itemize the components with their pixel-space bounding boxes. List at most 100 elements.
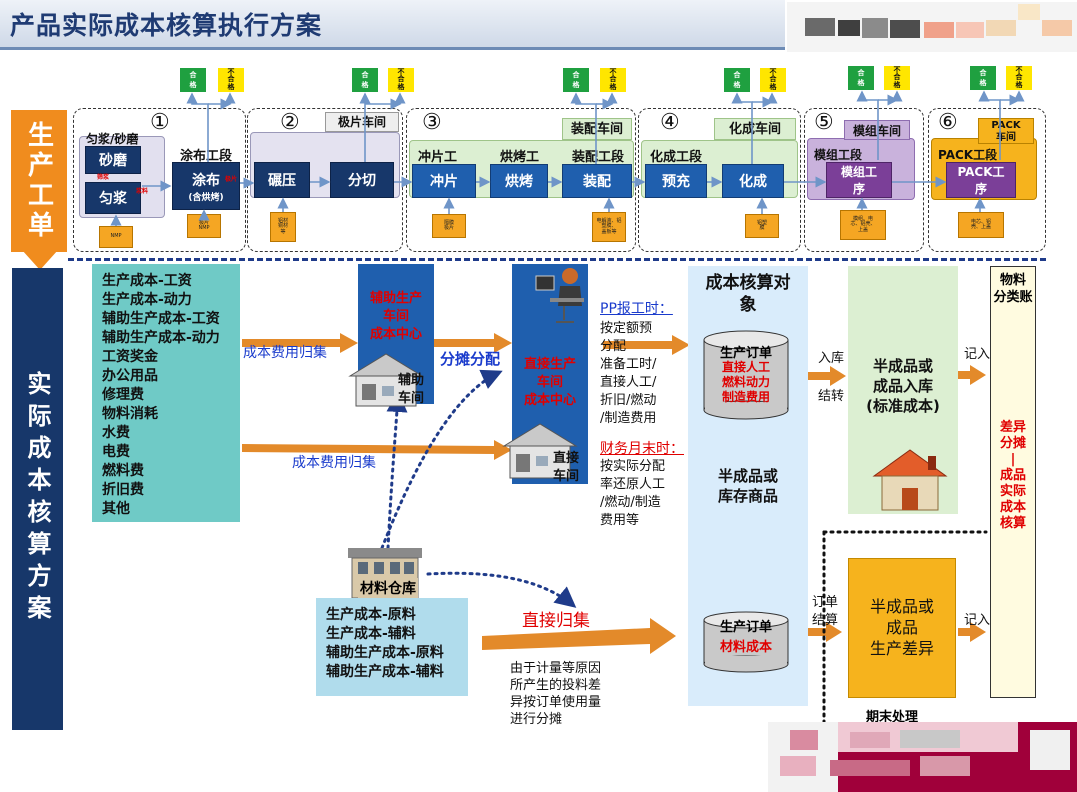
- process-box-punch[interactable]: 冲片: [412, 164, 476, 198]
- cost-item: 生产成本-工资: [102, 273, 192, 289]
- arrow-label-inbound: 入库: [818, 351, 845, 366]
- cost-object-title: 成本核算对 象: [705, 273, 791, 315]
- stage-sublabel: 模组工段: [814, 148, 863, 162]
- cylinder-1-title: 生产订单: [719, 346, 772, 361]
- aux-center-title: 辅助生产 车间 成本中心: [369, 291, 422, 342]
- cost-item: 办公用品: [102, 368, 158, 384]
- warehouse-label: 材料仓库: [358, 578, 418, 598]
- material-box-foil: 铝材 铜材 等: [270, 212, 296, 242]
- qc-pass-box: 合 格: [352, 68, 378, 92]
- finance-month-end-body: 按实际分配 率还原人工 /燃动/制造 费用等: [600, 459, 666, 528]
- material-item: 生产成本-原料: [326, 607, 416, 623]
- material-item: 辅助生产成本-辅料: [326, 664, 444, 680]
- material-box-module: 模组、电 芯、铝壳、 上盖: [840, 210, 886, 240]
- semi-inbound-label: 半成品或 成品入库 (标准成本): [866, 357, 940, 415]
- cost-item: 燃料费: [102, 463, 144, 479]
- aux-building-label: 辅助 车间: [398, 373, 425, 406]
- qc-fail-box: 不 合 格: [884, 66, 910, 90]
- material-box-electrolyte: 电解液、铝 塑膜、 盖板等: [592, 212, 626, 242]
- cost-item: 物料消耗: [102, 406, 158, 422]
- cost-item: 辅助生产成本-工资: [102, 311, 220, 327]
- stage-sublabel: PACK工段: [938, 148, 998, 162]
- period-end-label: 期末处理: [866, 710, 919, 725]
- stage-5: [804, 108, 924, 252]
- ledger-variance-label: 差异 分摊 | 成品 实际 成本 核算: [999, 420, 1026, 531]
- cylinder-2-items: 材料成本: [719, 640, 772, 655]
- qc-fail-box: 不 合 格: [218, 68, 244, 92]
- page-title: 产品实际成本核算执行方案: [10, 11, 323, 40]
- qc-pass-box: 合 格: [724, 68, 750, 92]
- qc-fail-box: 不 合 格: [1006, 66, 1032, 90]
- direct-building-label: 直接 车间: [553, 451, 580, 484]
- material-item: 生产成本-辅料: [326, 626, 416, 642]
- semi-variance-label: 半成品或 成品 生产差异: [869, 597, 934, 658]
- stage-number: ④: [660, 110, 680, 135]
- ledger-title: 物料 分类账: [993, 273, 1033, 305]
- workshop-header: 极片车间: [325, 112, 399, 132]
- aux-building-icon: [348, 353, 424, 407]
- process-box-slit[interactable]: 分切: [330, 162, 394, 198]
- process-box-precharge[interactable]: 预充: [645, 164, 707, 198]
- process-box-formation[interactable]: 化成: [722, 164, 784, 198]
- down-arrow-icon: [22, 250, 58, 270]
- qc-fail-box: 不 合 格: [388, 68, 414, 92]
- stage-number: ①: [150, 110, 170, 135]
- qc-pass-box: 合 格: [563, 68, 589, 92]
- material-box-separator: 隔膜 极片: [432, 214, 466, 238]
- material-box-pouch: 铝塑 膜: [745, 214, 779, 238]
- qc-pass-box: 合 格: [848, 66, 874, 90]
- stage-sublabel: 匀浆/砂磨: [86, 132, 139, 146]
- stage-sublabel: 烘烤工: [500, 150, 540, 165]
- cost-item: 生产成本-动力: [102, 292, 192, 308]
- cost-items-box: 生产成本-工资生产成本-动力辅助生产成本-工资辅助生产成本-动力工资奖金办公用品…: [92, 264, 240, 522]
- process-box-slurry[interactable]: 匀浆: [85, 182, 141, 214]
- cost-item: 修理费: [102, 387, 144, 403]
- cost-plan-label: 实际成本核算方案: [12, 268, 63, 730]
- production-flow-arrows: [110, 90, 1025, 226]
- stage-sublabel: 涂布工段: [180, 149, 233, 164]
- section-divider: [68, 258, 1046, 261]
- qc-pass-box: 合 格: [180, 68, 206, 92]
- arrow-label-order-a: 订单: [812, 595, 839, 610]
- arrow-label-direct: 直接归集: [522, 611, 590, 631]
- cost-items-list: 生产成本-工资生产成本-动力辅助生产成本-工资辅助生产成本-动力工资奖金办公用品…: [102, 272, 230, 519]
- workshop-header: PACK 车间: [978, 118, 1034, 144]
- stage-number: ②: [280, 110, 300, 135]
- cost-item: 工资奖金: [102, 349, 158, 365]
- stage-sublabel: 冲片工: [418, 150, 458, 165]
- direct-center-title: 直接生产 车间 成本中心: [523, 357, 576, 408]
- cost-item: 水费: [102, 425, 130, 441]
- material-box-nmp: NMP: [99, 226, 133, 248]
- cost-item: 其他: [102, 501, 130, 517]
- arrow-label-order-b: 结算: [812, 613, 839, 628]
- stage-sublabel: 化成工段: [650, 150, 703, 165]
- warehouse-house-icon: [872, 449, 948, 511]
- arrow-label-collect-2: 成本费用归集: [292, 455, 376, 471]
- material-ledger-panel[interactable]: [990, 266, 1036, 698]
- cost-item: 电费: [102, 444, 130, 460]
- process-box-grind[interactable]: 砂磨: [85, 146, 141, 174]
- coating-note: (含烘烤): [188, 192, 224, 203]
- variance-note: 由于计量等原因 所产生的投料差 异按订单使用量 进行分摊: [510, 661, 602, 727]
- worker-computer-icon: [535, 268, 584, 323]
- stage-6: [928, 108, 1046, 252]
- arrow-label-record-2: 记入: [964, 613, 991, 628]
- cylinder-1-items: 直接人工 燃料动力 制造费用: [721, 360, 770, 404]
- pp-report-head: PP报工时：: [600, 301, 673, 317]
- production-order-label: 生产工单: [11, 110, 67, 252]
- semi-or-stock-label: 半成品或 库存商品: [717, 467, 778, 505]
- semi-variance-panel[interactable]: [848, 558, 956, 698]
- finance-month-end-head: 财务月末时：: [600, 441, 684, 457]
- production-order-cylinder-icon[interactable]: [700, 330, 792, 420]
- arrow-label-collect-1: 成本费用归集: [243, 345, 327, 361]
- material-items-list: 生产成本-原料生产成本-辅料辅助生产成本-原料辅助生产成本-辅料: [326, 606, 458, 682]
- material-order-cylinder-icon[interactable]: [700, 610, 792, 674]
- material-item: 辅助生产成本-原料: [326, 645, 444, 661]
- arrow-label-allocate: 分摊分配: [440, 350, 501, 368]
- tiny-red-label: 浆料: [136, 188, 149, 195]
- workshop-header: 化成车间: [714, 118, 796, 140]
- cylinder-2-title: 生产订单: [719, 620, 772, 635]
- material-items-box: 生产成本-原料生产成本-辅料辅助生产成本-原料辅助生产成本-辅料: [316, 598, 468, 696]
- arrow-label-record-1: 记入: [964, 347, 991, 362]
